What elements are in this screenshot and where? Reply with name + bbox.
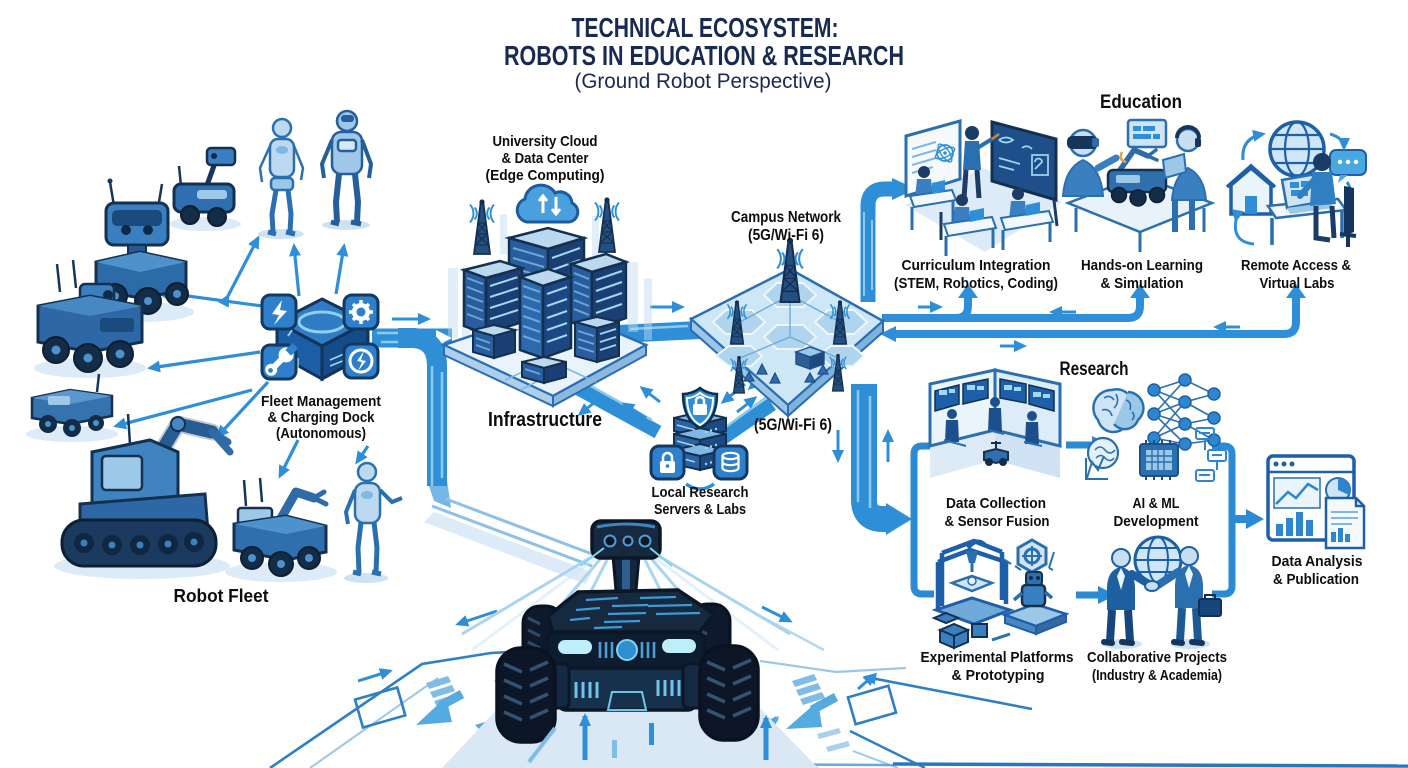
svg-text:Hands-on Learning: Hands-on Learning	[1081, 257, 1203, 274]
svg-text:(Ground Robot Perspective): (Ground Robot Perspective)	[575, 70, 832, 93]
svg-text:(Edge Computing): (Edge Computing)	[486, 167, 605, 184]
svg-text:Collaborative Projects: Collaborative Projects	[1087, 649, 1227, 666]
svg-text:& Sensor Fusion: & Sensor Fusion	[945, 513, 1050, 530]
svg-text:Robot Fleet: Robot Fleet	[174, 586, 269, 606]
svg-text:Education: Education	[1100, 92, 1182, 113]
svg-text:Experimental Platforms: Experimental Platforms	[921, 649, 1074, 666]
svg-text:(STEM, Robotics, Coding): (STEM, Robotics, Coding)	[894, 275, 1058, 292]
svg-text:& Charging Dock: & Charging Dock	[268, 409, 376, 426]
svg-text:& Simulation: & Simulation	[1101, 275, 1184, 292]
svg-text:Virtual Labs: Virtual Labs	[1260, 275, 1335, 292]
svg-text:Data Collection: Data Collection	[946, 495, 1046, 512]
svg-text:& Publication: & Publication	[1273, 571, 1359, 588]
svg-text:Local Research: Local Research	[652, 484, 749, 501]
svg-text:University Cloud: University Cloud	[493, 133, 598, 150]
svg-text:TECHNICAL ECOSYSTEM:: TECHNICAL ECOSYSTEM:	[572, 12, 839, 43]
svg-text:& Data Center: & Data Center	[502, 150, 589, 167]
svg-text:(Industry & Academia): (Industry & Academia)	[1092, 667, 1222, 684]
svg-text:ROBOTS IN EDUCATION & RESEARCH: ROBOTS IN EDUCATION & RESEARCH	[504, 40, 904, 71]
svg-text:(5G/Wi-Fi 6): (5G/Wi-Fi 6)	[754, 415, 832, 434]
svg-text:Data Analysis: Data Analysis	[1272, 553, 1363, 570]
svg-text:Campus Network: Campus Network	[731, 209, 841, 226]
svg-text:Remote Access &: Remote Access &	[1241, 257, 1351, 274]
svg-text:(5G/Wi-Fi 6): (5G/Wi-Fi 6)	[748, 227, 824, 244]
svg-text:& Prototyping: & Prototyping	[952, 667, 1045, 684]
svg-text:Development: Development	[1114, 513, 1199, 530]
svg-text:Research: Research	[1060, 359, 1129, 380]
svg-text:Curriculum Integration: Curriculum Integration	[902, 257, 1051, 274]
svg-text:Fleet Management: Fleet Management	[261, 393, 381, 410]
svg-text:AI & ML: AI & ML	[1133, 495, 1180, 512]
svg-text:(Autonomous): (Autonomous)	[276, 425, 366, 442]
svg-text:Servers & Labs: Servers & Labs	[654, 501, 746, 518]
svg-text:Infrastructure: Infrastructure	[488, 409, 602, 431]
